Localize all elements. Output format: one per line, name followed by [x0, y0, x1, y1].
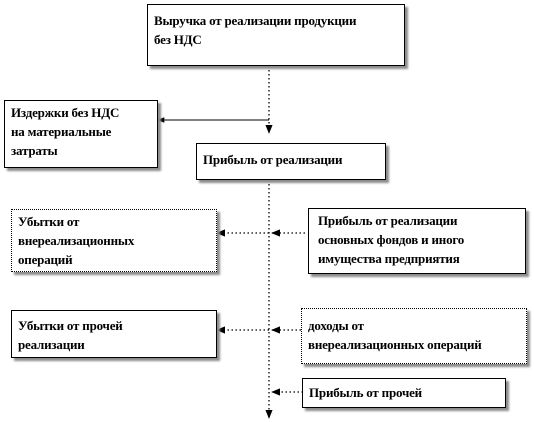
costs-line-3: затраты	[11, 143, 58, 158]
asset-sale-profit-line-2: основных фондов и иного	[318, 232, 465, 247]
revenue-line-2: без НДС	[154, 32, 202, 47]
nonop-losses-line-3: операций	[18, 252, 73, 267]
nonop-income-box: доходы от внереализационных операций	[301, 308, 527, 364]
asset-sale-profit-line-1: Прибыль от реализации	[318, 213, 458, 228]
other-sales-profit-box: Прибыль от прочей	[302, 378, 506, 408]
costs-line-2: на материальные	[11, 124, 112, 139]
costs-line-1: Издержки без НДС	[11, 105, 120, 120]
asset-sale-profit-line-3: имущества предприятия	[318, 251, 460, 266]
sales-profit-line-1: Прибыль от реализации	[203, 152, 343, 167]
other-sales-losses-line-2: реализации	[18, 337, 85, 352]
nonop-losses-line-2: внереализационных	[18, 233, 135, 248]
revenue-line-1: Выручка от реализации продукции	[154, 13, 357, 28]
other-sales-losses-line-1: Убытки от прочей	[18, 318, 123, 333]
costs-box: Издержки без НДС на материальные затраты	[4, 100, 158, 168]
nonop-losses-box: Убытки от внереализационных операций	[11, 209, 217, 272]
sales-profit-box: Прибыль от реализации	[196, 143, 386, 180]
nonop-income-line-1: доходы от	[308, 318, 364, 333]
other-sales-profit-line-1: Прибыль от прочей	[309, 385, 422, 400]
nonop-losses-line-1: Убытки от	[18, 214, 80, 229]
revenue-box: Выручка от реализации продукции без НДС	[147, 4, 405, 66]
other-sales-losses-box: Убытки от прочей реализации	[11, 310, 217, 358]
asset-sale-profit-box: Прибыль от реализации основных фондов и …	[308, 208, 526, 274]
nonop-income-line-2: внереализационных операций	[308, 337, 482, 352]
